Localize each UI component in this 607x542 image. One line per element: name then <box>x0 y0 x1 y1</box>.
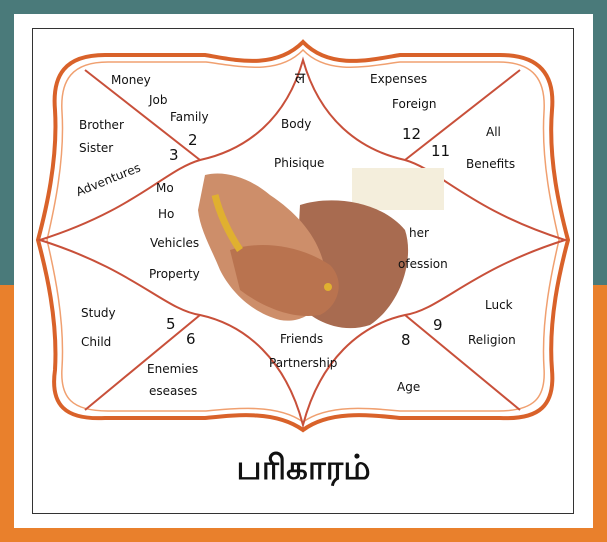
hands-holding-icon <box>198 168 444 329</box>
house-8-number: 8 <box>401 331 411 349</box>
house-12-label-expenses: Expenses <box>370 72 428 86</box>
house-4-label-ho: Ho <box>158 207 175 221</box>
house-5-label-child: Child <box>81 335 112 349</box>
house-7-label-friends: Friends <box>280 332 324 346</box>
house-5-number: 5 <box>166 315 176 333</box>
house-1-label-phisique: Phisique <box>274 156 325 170</box>
house-1-label-body: Body <box>281 117 312 131</box>
house-7-label-partnership: Partnership <box>269 356 338 370</box>
house-6-number: 6 <box>186 330 196 348</box>
house-4-label-vehicles: Vehicles <box>150 236 200 250</box>
house-2-label-job: Job <box>149 93 168 107</box>
house-11-number: 11 <box>431 142 451 160</box>
house-3-number: 3 <box>169 146 179 164</box>
house-11-label-all: All <box>486 125 501 139</box>
house-9-label-luck: Luck <box>485 298 513 312</box>
house-2-number: 2 <box>188 131 198 149</box>
chart-diagonal <box>84 69 201 161</box>
house-3-label-brother: Brother <box>79 118 124 132</box>
house-2-label-money: Money <box>111 73 151 87</box>
chart-outer-outline <box>35 39 571 433</box>
house-11-label-benefits: Benefits <box>466 157 516 171</box>
house-1-symbol: ल <box>295 69 306 87</box>
chart-frame <box>32 28 574 514</box>
house-9-number: 9 <box>433 316 443 334</box>
chart-diagonal <box>84 314 201 411</box>
house-6-label-enemies: Enemies <box>147 362 199 376</box>
house-6-label-eseases: eseases <box>149 384 198 398</box>
house-12-label-foreign: Foreign <box>392 97 437 111</box>
chart-diagonal <box>404 69 521 161</box>
house-10-label-ofession: ofession <box>398 257 448 271</box>
house-10-label-her: her <box>409 226 429 240</box>
house-9-label-religion: Religion <box>468 333 516 347</box>
house-3-label-sister: Sister <box>79 141 114 155</box>
house-4-label-mo: Mo <box>156 181 174 195</box>
house-5-label-study: Study <box>81 306 116 320</box>
house-8-label-age: Age <box>397 380 421 394</box>
chart-diagonal <box>404 314 521 411</box>
house-2-label-family: Family <box>170 110 209 124</box>
house-12-number: 12 <box>402 125 422 143</box>
page-title: பரிகாரம் <box>236 448 371 488</box>
house-4-label-property: Property <box>149 267 200 281</box>
